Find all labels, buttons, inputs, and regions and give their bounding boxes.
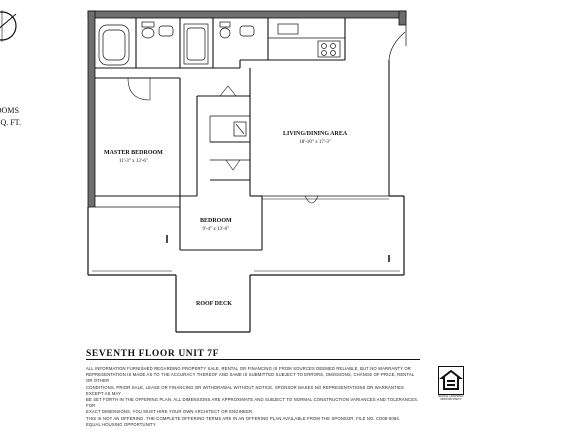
- master-bedroom-name: MASTER BEDROOM: [104, 150, 163, 156]
- exterior-walls: [87, 10, 407, 208]
- unit-summary-line2: DOOMS: [0, 106, 19, 115]
- living-door-swing: [388, 31, 406, 61]
- roof-deck-name: ROOF DECK: [196, 301, 232, 307]
- bedroom-label: BEDROOM 9'-4" x 13'-6": [200, 209, 232, 233]
- bedroom-name: BEDROOM: [200, 218, 232, 224]
- unit-summary: 7F DOOMS 8 SQ. FT.: [0, 93, 44, 129]
- equal-housing-text: EQUAL HOUSING OPPORTUNITY: [438, 394, 464, 402]
- disclaimer-line: exact dimensions, you must hire your own…: [86, 409, 254, 415]
- unit-summary-line3: 8 SQ. FT.: [0, 118, 21, 127]
- roof-deck-label: ROOF DECK: [196, 292, 232, 310]
- title-rule: [86, 359, 420, 360]
- house-icon: [439, 369, 463, 390]
- roof-deck-outline: [87, 195, 405, 333]
- equal-housing-logo: EQUAL HOUSING OPPORTUNITY: [438, 366, 464, 402]
- plan-title: SEVENTH FLOOR UNIT 7F: [86, 349, 220, 359]
- living-dining-dims: 18'-10" x 17'-3": [299, 140, 331, 146]
- master-bedroom-label: MASTER BEDROOM 11'-3" x 13'-6": [104, 141, 163, 165]
- disclaimer-line: Equal Housing Opportunity.: [86, 421, 157, 427]
- equal-housing-box: [438, 366, 464, 395]
- toilet-icon-2: [219, 27, 231, 39]
- sink-icon-2: [239, 25, 255, 37]
- compass-icon: [0, 10, 17, 42]
- living-dining-name: LIVING/DINING AREA: [283, 131, 348, 137]
- bedroom-dims: 9'-4" x 13'-6": [202, 227, 230, 233]
- disclaimer-line: be set forth in the Offering Plan. All d…: [86, 397, 419, 409]
- floor-plan: 7F DOOMS 8 SQ. FT. LIVING/DINING AREA 18…: [0, 10, 407, 333]
- disclaimer-line: representation is made as to the accurac…: [86, 372, 415, 384]
- toilet-icon: [141, 27, 155, 39]
- tub-icon: [183, 23, 209, 65]
- washer-dryer-icon: [233, 121, 247, 137]
- range-icon: [317, 40, 341, 58]
- disclaimer: All information furnished regarding prop…: [86, 366, 422, 428]
- disclaimer-line: conditions, prior sale, lease or financi…: [86, 384, 405, 396]
- sink-icon: [158, 25, 174, 37]
- unit-summary-line1: 7F: [0, 93, 44, 105]
- disclaimer-line: This is not an offering. The complete of…: [86, 415, 401, 421]
- floor-plan-drawing: [0, 10, 407, 333]
- disclaimer-line: All information furnished regarding prop…: [86, 366, 411, 371]
- master-bedroom-dims: 11'-3" x 13'-6": [118, 159, 148, 165]
- fixtures: [98, 21, 390, 262]
- living-dining-label: LIVING/DINING AREA 18'-10" x 17'-3": [283, 122, 347, 146]
- bathtub-icon: [98, 24, 130, 66]
- kitchen-sink-icon: [277, 23, 299, 35]
